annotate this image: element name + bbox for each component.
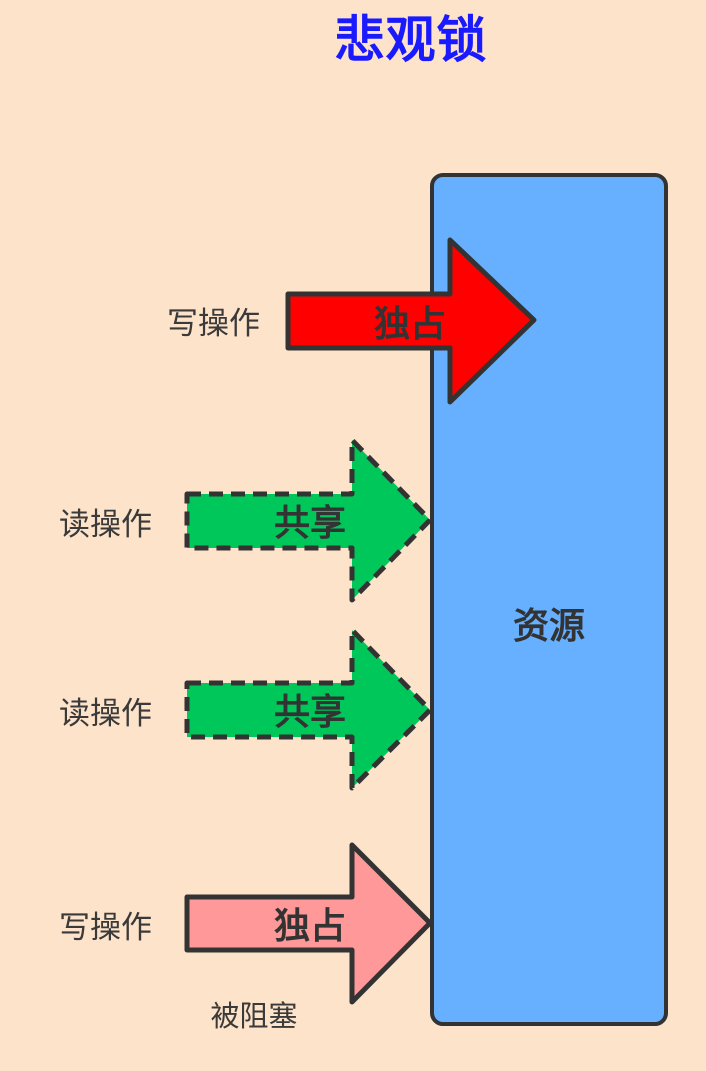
op-label: 写操作	[59, 910, 152, 946]
write-op-blocked: 写操作 独占 被阻塞	[59, 842, 433, 1033]
exclusive-arrow	[285, 237, 537, 405]
blocked-note: 被阻塞	[210, 999, 297, 1033]
shared-arrow	[184, 627, 433, 791]
blocked-arrow	[184, 842, 433, 1005]
arrow-label: 共享	[274, 692, 346, 733]
write-op-exclusive: 写操作 独占	[167, 237, 537, 405]
read-op-shared-2: 读操作 共享	[59, 627, 433, 791]
op-label: 写操作	[167, 306, 260, 342]
resource-label: 资源	[513, 606, 585, 647]
op-label: 读操作	[59, 696, 152, 732]
diagram-title: 悲观锁	[334, 11, 488, 69]
arrow-label: 独占	[374, 304, 446, 345]
read-op-shared-1: 读操作 共享	[59, 437, 433, 603]
arrow-label: 独占	[274, 906, 346, 947]
resource-rect	[430, 173, 668, 1026]
arrow-label: 共享	[274, 503, 346, 544]
op-label: 读操作	[59, 507, 152, 543]
shared-arrow	[184, 437, 433, 603]
resource-block: 资源	[430, 173, 668, 1026]
